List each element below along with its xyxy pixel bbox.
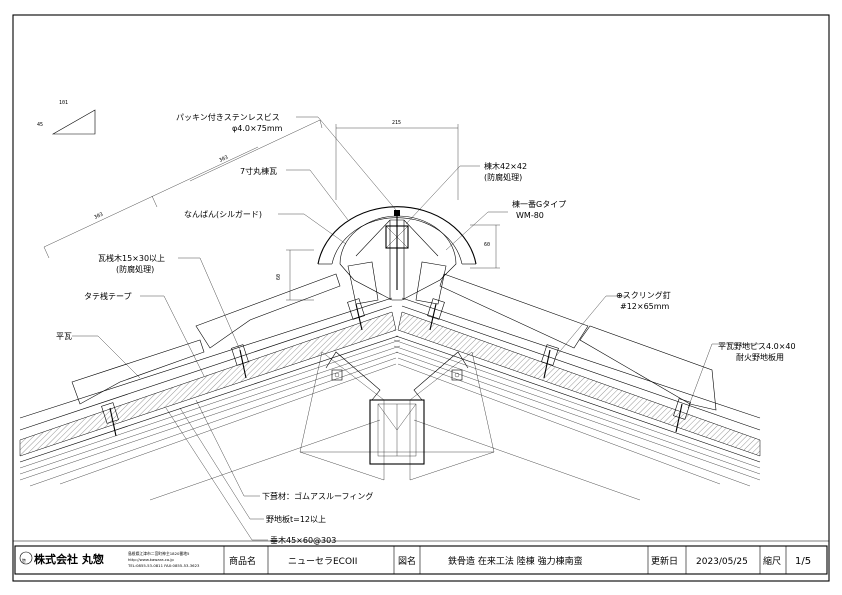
- scale-label: 縮尺: [763, 555, 781, 567]
- ridge-height-dim-right: 60: [484, 242, 490, 248]
- company-address: 島根県江津市二宮町神主1820番地5: [128, 551, 190, 556]
- company-name: 株式会社 丸惣: [34, 552, 104, 566]
- slope-dim-a: 303: [93, 212, 104, 221]
- flat-tile-right-lower: [579, 325, 717, 411]
- roof-left: [19, 273, 401, 501]
- company-logo: 惣: [19, 551, 33, 565]
- label-munagi-note: (防腐処理): [484, 172, 522, 182]
- roof-right: [393, 273, 761, 501]
- label-kawarazan: 瓦桟木15×30以上: [98, 253, 165, 263]
- label-maru-ridge-tile: 7寸丸棟瓦: [240, 166, 277, 176]
- product-label: 商品名: [229, 555, 256, 567]
- label-screw-nail-size: #12×65mm: [620, 302, 670, 311]
- ridge-screw-head: [394, 210, 400, 216]
- label-hira-screw: 平瓦野地ビス4.0×40: [718, 341, 796, 351]
- pitch-rise-dim: 45: [37, 122, 43, 128]
- label-ridge-metal: 棟一番Gタイプ: [512, 199, 566, 209]
- steel-purlin-right: [413, 351, 469, 401]
- scale-value: 1/5: [795, 556, 811, 567]
- batten-left-3: [347, 298, 365, 320]
- updated-label: 更新日: [651, 555, 678, 567]
- ridge-tile-outer: [317, 206, 477, 265]
- ridge-assembly: [317, 206, 477, 305]
- ridge-height-right-dimension: 60: [470, 224, 500, 269]
- drawing-value: 鉄骨造 在来工法 陸棟 強力棟南蛮: [448, 555, 583, 567]
- flat-tile-left-upper: [195, 273, 341, 349]
- sheet-border: [12, 14, 830, 582]
- pitch-triangle: 101 45: [37, 100, 96, 135]
- steel-column: [369, 399, 425, 465]
- label-rafter: 垂木45×60@303: [270, 535, 336, 545]
- product-value: ニューセラECOII: [288, 556, 357, 567]
- company-url: http://www.kawara.co.jp: [128, 557, 174, 562]
- steel-structure: [299, 351, 495, 481]
- steel-purlin-left: [325, 351, 381, 401]
- label-sheathing: 野地板t=12以上: [266, 514, 326, 524]
- leader-lines: [72, 116, 760, 541]
- ridge-height-left-dimension: 60: [276, 249, 314, 301]
- label-packing-screw: パッキン付きステンレスビス: [176, 112, 280, 122]
- nanban-mortar: [339, 215, 457, 301]
- label-underlay: 下葺材：ゴムアスルーフィング: [262, 491, 373, 501]
- label-munagi: 棟木42×42: [484, 161, 527, 171]
- batten-right-3: [427, 298, 445, 320]
- label-kawarazan-note: (防腐処理): [116, 264, 154, 274]
- drawing-label: 図名: [398, 555, 416, 567]
- ridge-height-dim-left: 60: [276, 274, 282, 280]
- pitch-run-dim: 101: [59, 100, 68, 106]
- label-tatesan-tape: タテ桟テープ: [84, 291, 132, 301]
- label-hira-screw-note: 耐火野地板用: [736, 352, 784, 362]
- label-ridge-metal-code: WM-80: [516, 211, 544, 220]
- flat-tile-left-lower: [71, 339, 205, 405]
- logo-mark-icon: 惣: [22, 558, 26, 563]
- company-tel: TEL:0855-53-0811 FAX:0855-53-3623: [127, 563, 200, 568]
- slope-dim-b: 303: [218, 155, 229, 164]
- slope-dimensions: 303 303: [43, 119, 323, 259]
- label-nanban: なんばん(シルガード): [184, 209, 262, 219]
- label-hiragawara: 平瓦: [56, 332, 72, 341]
- callout-labels: パッキン付きステンレスビス φ4.0×75mm 7寸丸棟瓦 なんばん(シルガード…: [56, 112, 796, 545]
- label-screw-nail: ⊕スクリング釘: [616, 290, 671, 300]
- flat-tile-right-upper: [439, 273, 589, 349]
- ridge-width-dim: 215: [392, 120, 401, 126]
- updated-value: 2023/05/25: [696, 557, 748, 567]
- title-block: 惣 株式会社 丸惣 島根県江津市二宮町神主1820番地5 http://www.…: [14, 545, 828, 575]
- label-packing-screw-size: φ4.0×75mm: [232, 124, 283, 133]
- ridge-width-dimension: 215: [335, 120, 459, 200]
